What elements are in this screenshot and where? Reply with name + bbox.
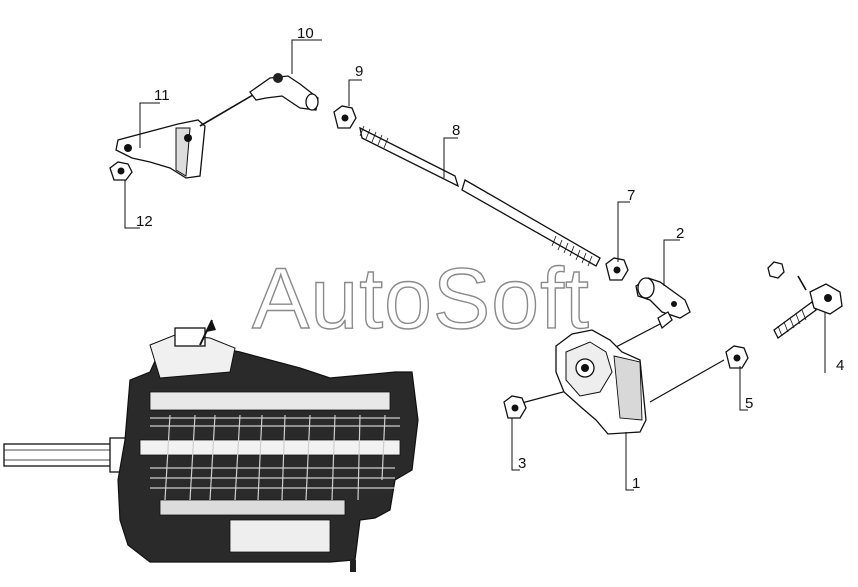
cable-segment — [199, 91, 259, 127]
part-8-rod — [359, 125, 601, 267]
callout-label-9: 9 — [355, 63, 363, 80]
part-11-bracket — [115, 119, 206, 179]
watermark: AutoSoft — [252, 251, 590, 347]
callout-label-3: 3 — [518, 455, 526, 472]
callout-label-12: 12 — [136, 213, 153, 230]
callout-label-4: 4 — [836, 357, 844, 374]
part-12-nut — [109, 161, 133, 181]
part-2-rod-end — [635, 277, 691, 330]
callout-label-1: 1 — [632, 475, 640, 492]
gearbox-assembly — [3, 319, 419, 572]
callout-label-8: 8 — [452, 122, 460, 139]
part-9-nut — [333, 105, 357, 129]
leader-lines — [124, 39, 826, 491]
part-4-rod-end — [767, 261, 843, 339]
callout-label-7: 7 — [627, 187, 635, 204]
part-7-nut — [605, 257, 629, 281]
part-3-nut — [503, 395, 527, 419]
callout-label-10: 10 — [297, 25, 314, 42]
part-1-lever — [555, 329, 647, 435]
part-10-rod-end — [249, 73, 319, 111]
callout-label-11: 11 — [154, 87, 170, 104]
callout-labels: 10 9 11 12 8 7 2 4 5 3 1 — [136, 25, 844, 492]
cable-segment — [649, 359, 725, 403]
callout-label-2: 2 — [676, 225, 684, 242]
part-5-nut — [725, 345, 749, 369]
callout-label-5: 5 — [745, 395, 753, 412]
